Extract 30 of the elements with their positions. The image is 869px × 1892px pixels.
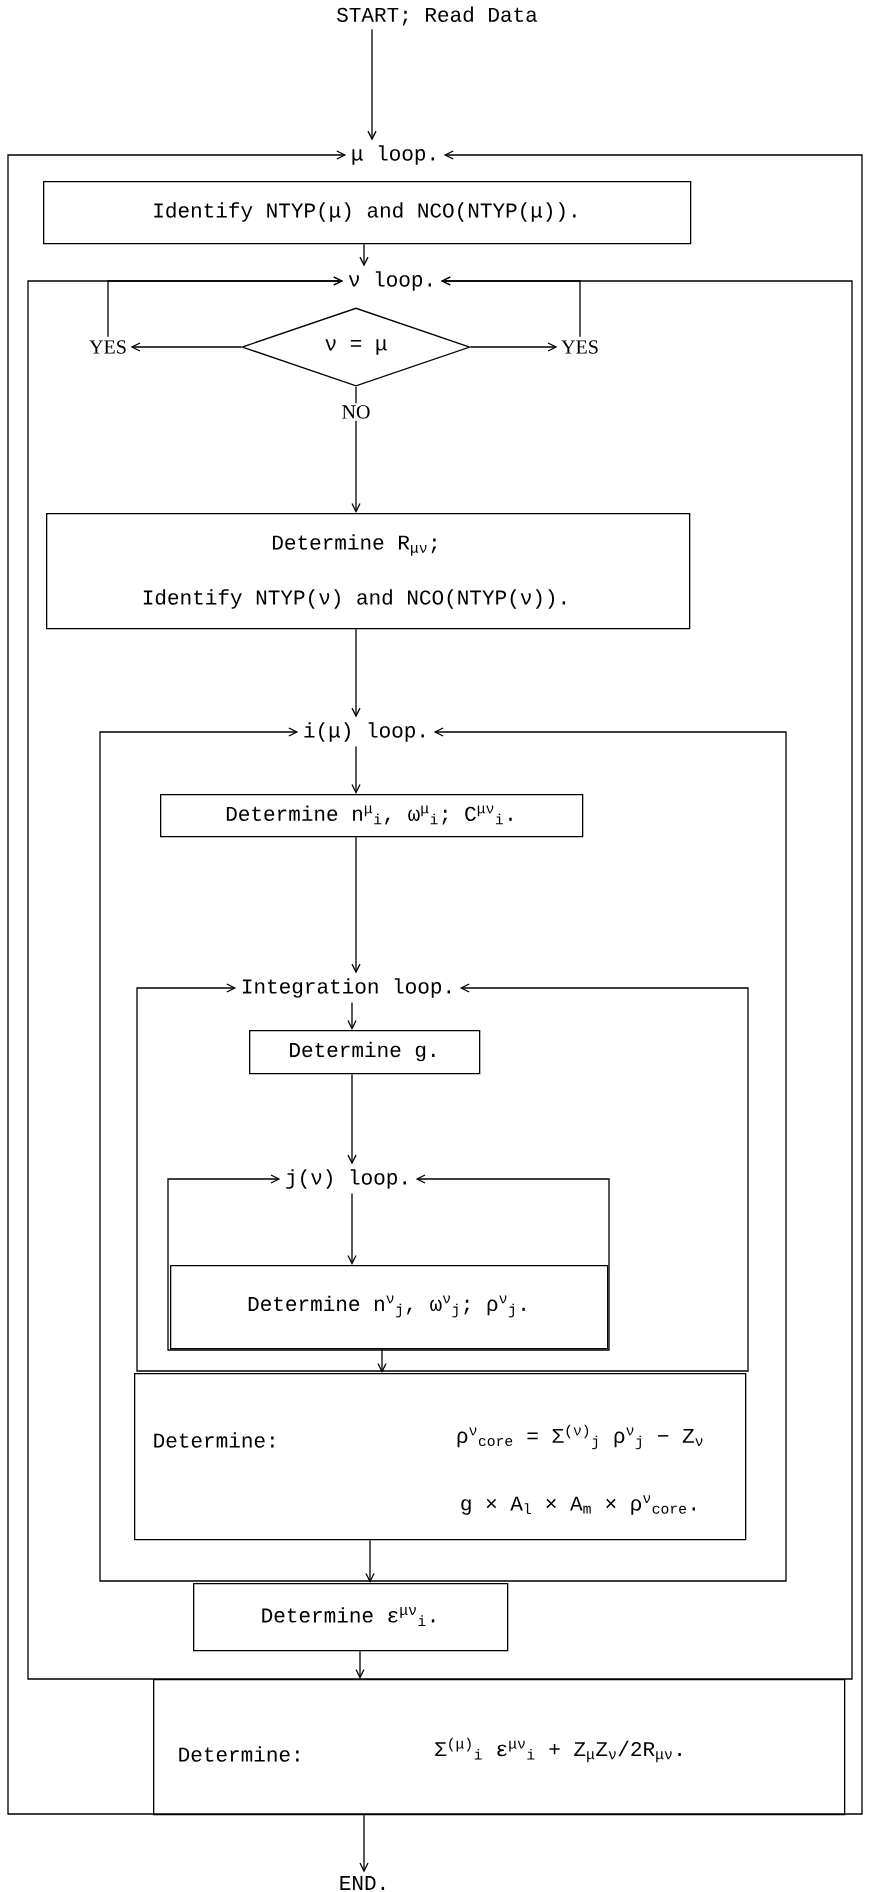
- arrow: [470, 342, 558, 352]
- arrow: [359, 1814, 369, 1873]
- edge-label: NO: [339, 403, 373, 421]
- arrow: [107, 276, 344, 338]
- branch-label: YES: [89, 340, 126, 354]
- arrow: [351, 386, 361, 513]
- arrow: [347, 1001, 357, 1030]
- arrow: [440, 276, 581, 338]
- process-box: Determine n$^{μ}$$_{i}$, ω$^{μ}$$_{i}$; C$^{μν}$$_{i}$.: [160, 794, 584, 838]
- terminal-text: START; Read Data: [337, 6, 538, 26]
- process-box: Determine: Σ$^{(μ)}$$_{i}$ ε$^{μν}$$_{i}$ + Z$_{μ}$Z$_{ν}$/2R$_{μν}$.: [153, 1679, 846, 1816]
- process-box: Determine n$^{ν}$$_{j}$, ω$^{ν}$$_{j}$; ρ$^{ν}$$_{j}$.: [170, 1265, 609, 1350]
- arrow: [347, 1073, 357, 1165]
- arrow: [351, 628, 361, 718]
- arrow: [130, 342, 242, 352]
- process-box: Determine R$_{μν}$; Identify NTYP(ν) and NCO(NTYP(ν)).: [46, 513, 691, 630]
- branch-label: YES: [561, 340, 598, 354]
- arrow: [377, 1348, 387, 1373]
- terminal-text: END.: [340, 1876, 385, 1890]
- process-box: Determine: ρ$^{ν}$$_{core}$ = Σ$^{(ν)}$$_{j}$ ρ$^{ν}$$_{j}$ − Z$_{ν}$ g × A$_{l}$ × A$_{m}$ × ρ$^{ν}$$_{core}$.: [134, 1373, 747, 1541]
- process-box: Determine g.: [249, 1030, 481, 1075]
- process-box: Identify NTYP(μ) and NCO(NTYP(μ)).: [43, 181, 692, 245]
- arrow: [365, 1539, 375, 1583]
- arrow: [355, 1650, 365, 1679]
- process-box: Determine ε$^{μν}$$_{i}$.: [193, 1583, 509, 1652]
- arrow: [351, 745, 361, 794]
- arrow: [347, 1192, 357, 1265]
- arrow: [351, 836, 361, 974]
- arrow: [359, 243, 369, 267]
- arrow: [367, 28, 377, 141]
